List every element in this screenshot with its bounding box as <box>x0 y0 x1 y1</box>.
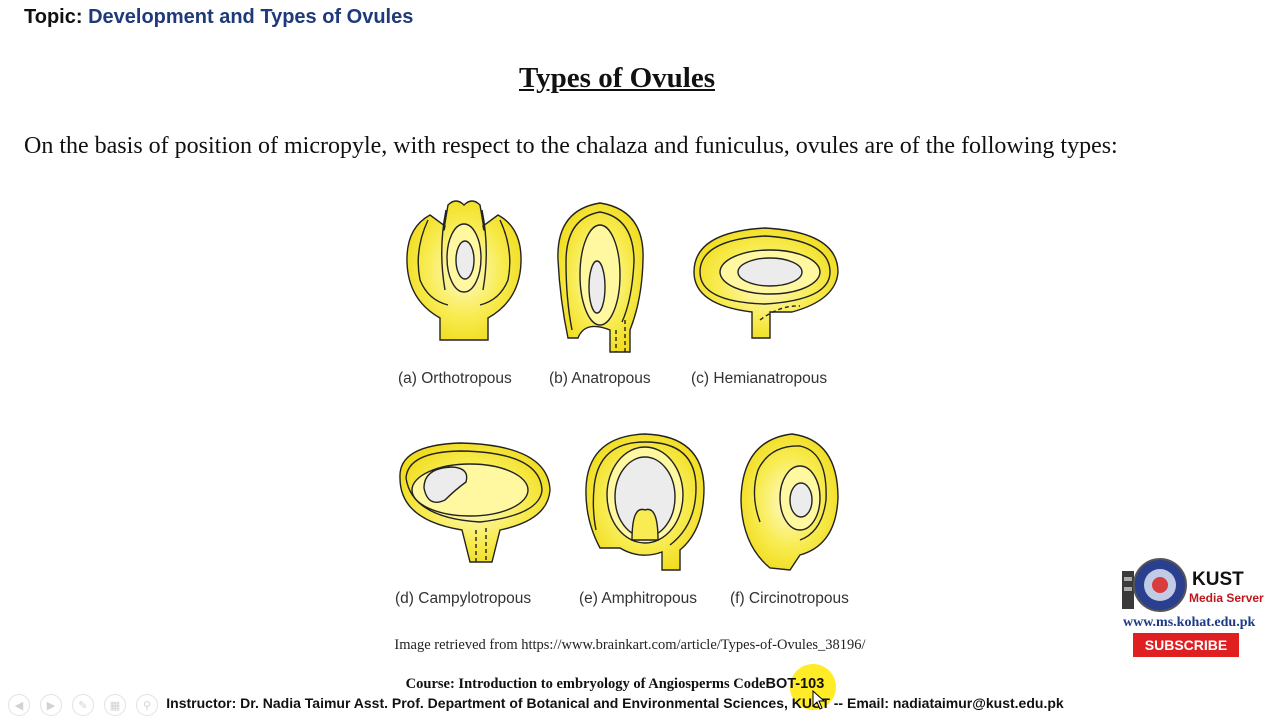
caption-orthotropous: (a) Orthotropous <box>398 370 512 387</box>
slide-controls: ◀ ▶ ✎ ▦ ⚲ <box>8 694 158 716</box>
topic-header: Topic: Development and Types of Ovules <box>24 6 413 29</box>
ovule-hemianatropous <box>693 227 839 339</box>
kust-watermark: KUST Media Server www.ms.kohat.edu.pk SU… <box>1120 553 1270 663</box>
topic-label: Topic: <box>24 6 83 28</box>
caption-hemianatropous: (c) Hemianatropous <box>691 370 828 387</box>
kust-subtitle: Media Server <box>1189 591 1264 605</box>
caption-amphitropous: (e) Amphitropous <box>579 590 698 607</box>
pen-icon[interactable]: ✎ <box>72 694 94 716</box>
zoom-icon[interactable]: ⚲ <box>136 694 158 716</box>
slide-title: Types of Ovules <box>518 62 716 94</box>
caption-campylotropous: (d) Campylotropous <box>395 590 532 607</box>
slide-prev-icon[interactable]: ◀ <box>8 694 30 716</box>
instructor-line: Instructor: Dr. Nadia Taimur Asst. Prof.… <box>166 695 1064 711</box>
ovule-amphitropous <box>585 433 705 571</box>
ovule-anatropous <box>557 202 644 353</box>
course-code: BOT-103 <box>765 676 825 692</box>
course-text: Course: Introduction to embryology of An… <box>405 676 766 692</box>
caption-circinotropous: (f) Circinotropous <box>730 590 849 607</box>
slides-icon[interactable]: ▦ <box>104 694 126 716</box>
topic-value: Development and Types of Ovules <box>88 6 414 28</box>
kust-logo-icon <box>1122 558 1187 612</box>
mouse-cursor-icon <box>812 690 826 710</box>
image-credit: Image retrieved from https://www.brainka… <box>394 637 866 653</box>
ovule-orthotropous <box>406 200 522 341</box>
slide-next-icon[interactable]: ▶ <box>40 694 62 716</box>
caption-anatropous: (b) Anatropous <box>549 370 651 387</box>
ovule-campylotropous <box>399 442 551 563</box>
subscribe-button[interactable]: SUBSCRIBE <box>1133 633 1239 657</box>
kust-title: KUST <box>1192 569 1244 590</box>
kust-website[interactable]: www.ms.kohat.edu.pk <box>1123 615 1256 630</box>
ovule-circinotropous <box>740 433 839 571</box>
slide-intro-text: On the basis of position of micropyle, w… <box>24 133 1118 159</box>
course-line: Course: Introduction to embryology of An… <box>0 676 1230 693</box>
